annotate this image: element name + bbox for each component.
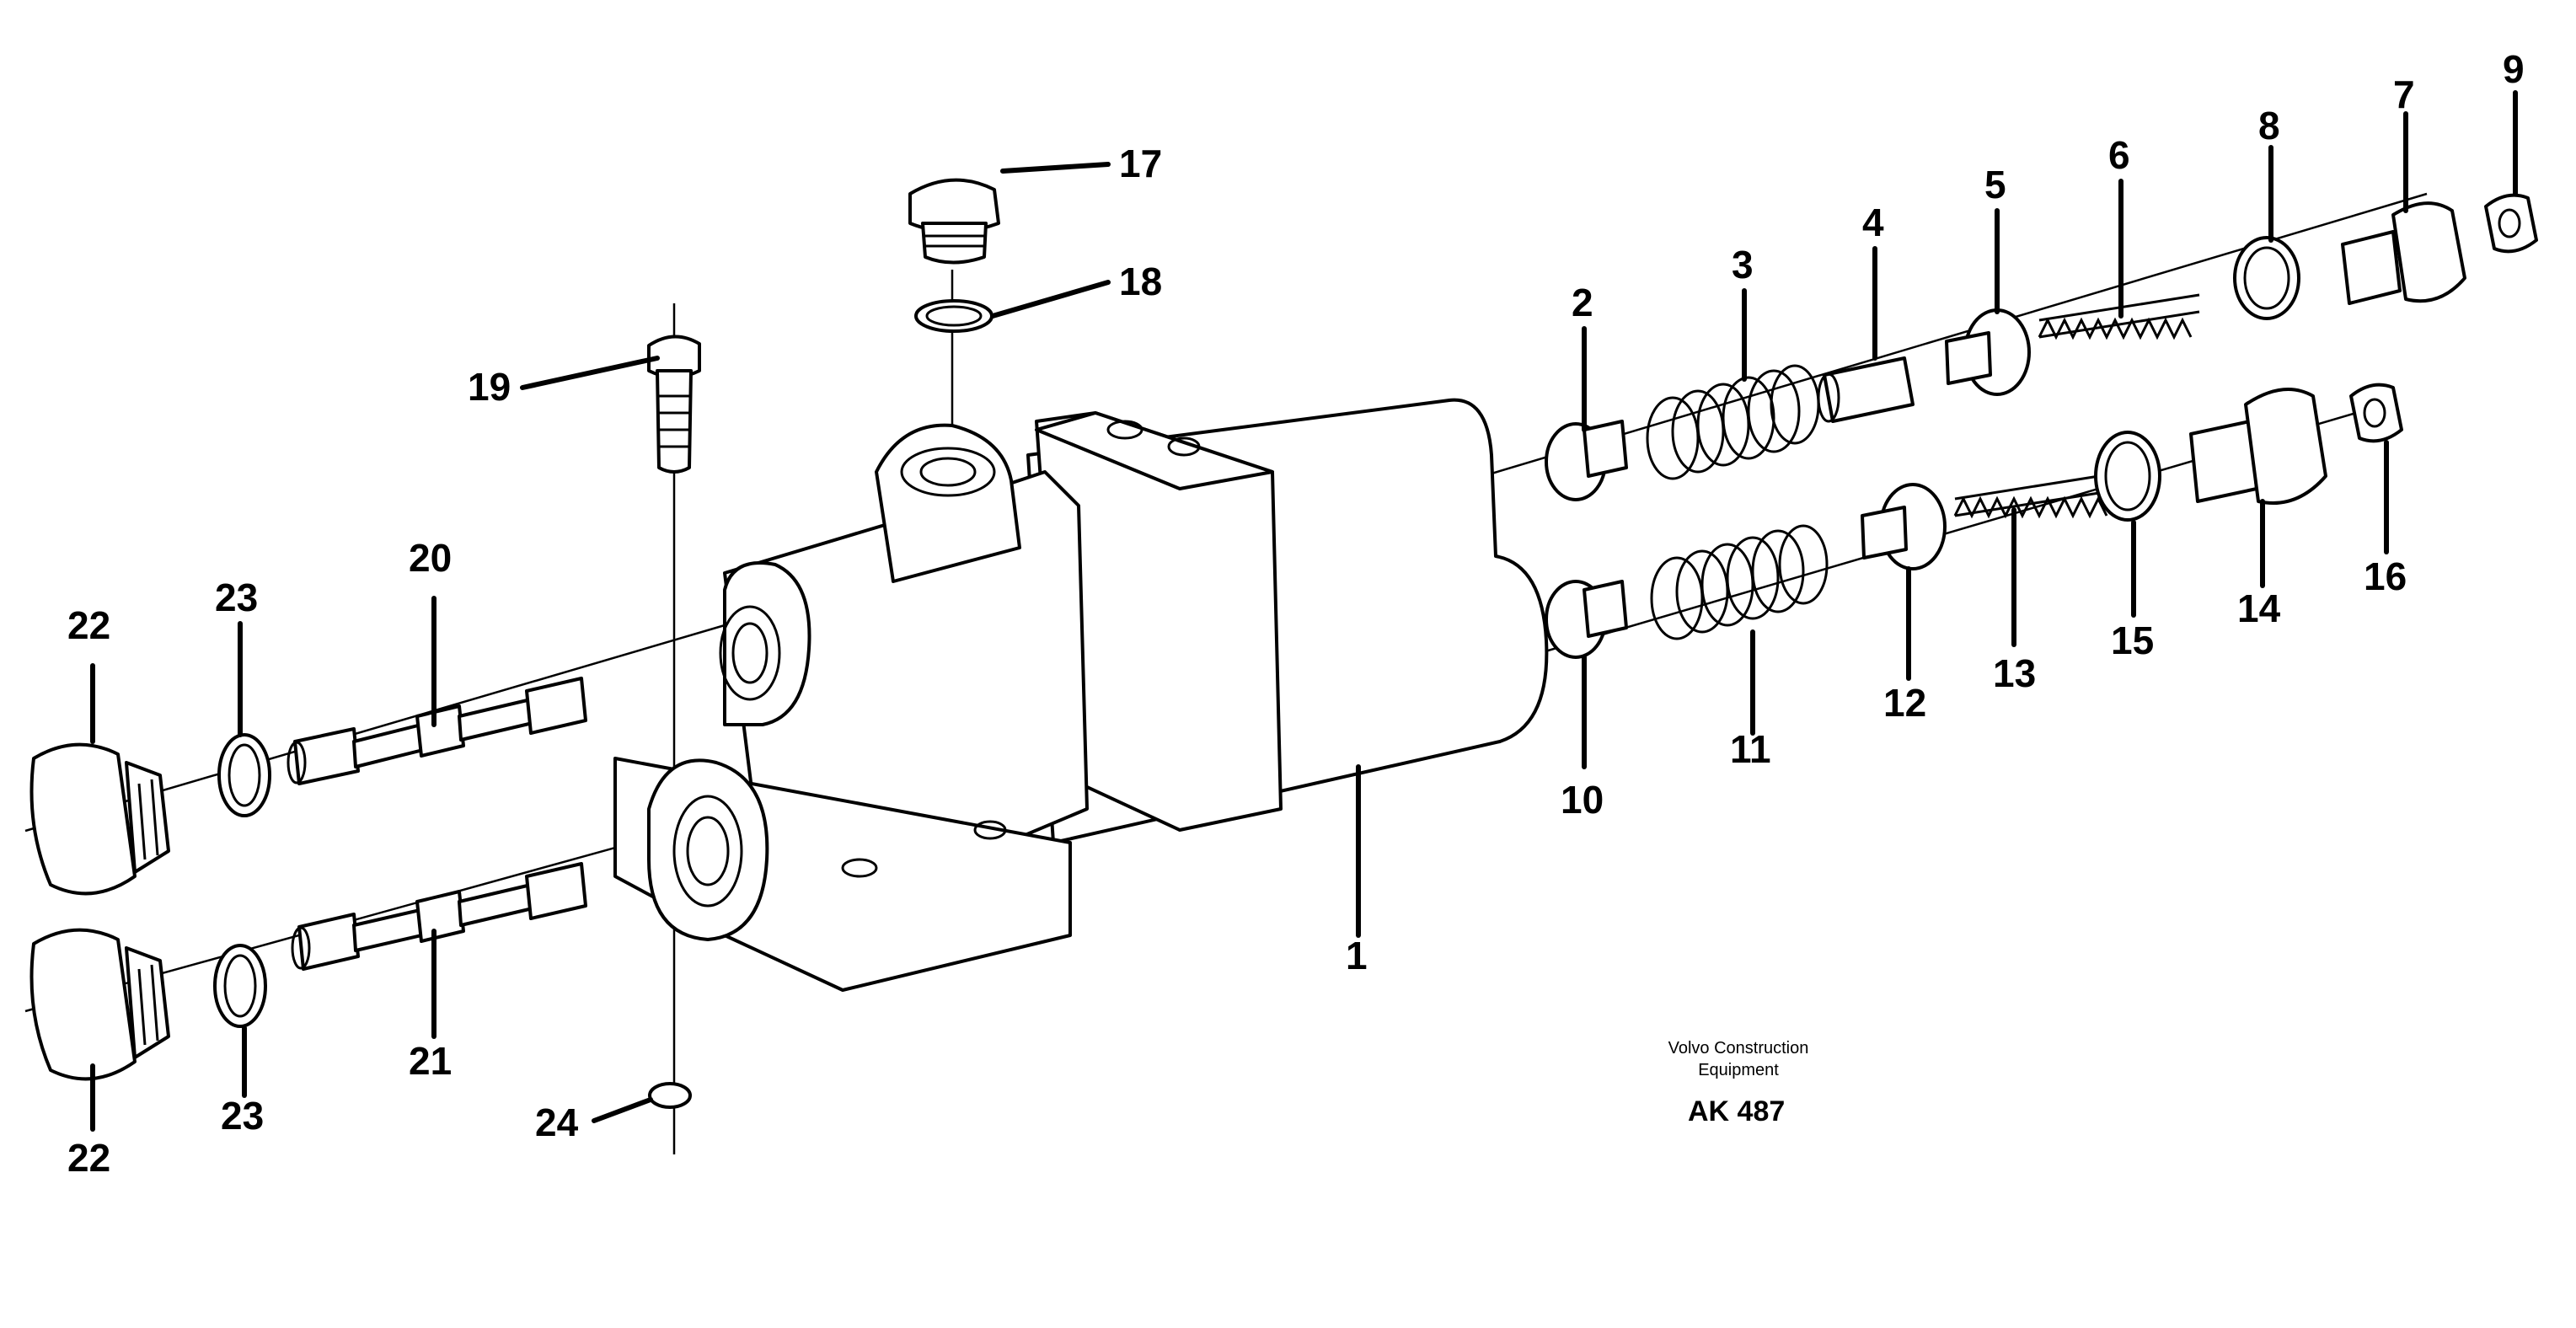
caption-reference: AK 487 xyxy=(1688,1095,1785,1127)
callout-4: 4 xyxy=(1862,201,1884,244)
callout-22-upper: 22 xyxy=(67,603,110,647)
callout-14: 14 xyxy=(2237,586,2281,630)
callout-5: 5 xyxy=(1984,163,2006,206)
callout-12: 12 xyxy=(1883,681,1926,725)
callout-23-upper: 23 xyxy=(215,576,258,619)
piston-5 xyxy=(1945,308,2031,396)
callout-23-lower: 23 xyxy=(221,1094,264,1138)
callout-24: 24 xyxy=(535,1100,579,1144)
pin-20 xyxy=(287,677,587,785)
nut-16 xyxy=(2349,383,2403,443)
plug-22-lower xyxy=(29,928,170,1081)
ring-15 xyxy=(2094,431,2161,522)
callout-16: 16 xyxy=(2364,554,2407,598)
spring-3 xyxy=(1646,364,1820,480)
callout-17: 17 xyxy=(1119,142,1162,185)
callout-3: 3 xyxy=(1732,243,1754,286)
callout-8: 8 xyxy=(2258,104,2280,147)
washer-18 xyxy=(914,299,993,333)
bolt-19 xyxy=(647,335,701,474)
diagram-caption: Volvo Construction Equipment AK 487 xyxy=(1668,1039,1809,1127)
plug-22-upper xyxy=(29,742,170,896)
plug-14 xyxy=(2189,388,2327,505)
nut-9 xyxy=(2484,193,2538,254)
callout-21: 21 xyxy=(409,1039,452,1083)
plug-7 xyxy=(2341,201,2466,305)
callout-11: 11 xyxy=(1730,727,1771,771)
callout-13: 13 xyxy=(1993,651,2036,695)
caption-company-line2: Equipment xyxy=(1698,1061,1779,1079)
ring-23-upper xyxy=(217,733,271,817)
ring-24 xyxy=(648,1082,692,1109)
plug-17 xyxy=(908,178,1000,265)
callout-15: 15 xyxy=(2111,618,2154,662)
leader-lines xyxy=(90,90,2518,1132)
callout-18: 18 xyxy=(1119,260,1162,303)
callout-2: 2 xyxy=(1572,281,1593,324)
callout-20: 20 xyxy=(409,536,452,580)
callout-numbers: 1 2 3 4 5 6 7 8 9 10 11 12 13 14 15 16 1… xyxy=(67,47,2525,1180)
valve-body xyxy=(613,398,1549,992)
callout-6: 6 xyxy=(2108,133,2130,177)
caption-company-line1: Volvo Construction xyxy=(1668,1039,1809,1058)
callout-19: 19 xyxy=(468,365,511,409)
ring-8 xyxy=(2233,236,2300,320)
pin-21 xyxy=(291,862,587,971)
callout-7: 7 xyxy=(2393,72,2415,116)
sleeve-4 xyxy=(1817,356,1915,423)
ring-23-lower xyxy=(213,944,267,1028)
callout-10: 10 xyxy=(1561,778,1604,822)
spring-13 xyxy=(1953,472,2116,519)
disc-2 xyxy=(1545,420,1628,501)
callout-22-lower: 22 xyxy=(67,1136,110,1180)
piston-12 xyxy=(1861,483,1947,570)
spring-11 xyxy=(1650,524,1829,640)
callout-1: 1 xyxy=(1346,934,1368,977)
callout-9: 9 xyxy=(2503,47,2525,91)
disc-10 xyxy=(1545,580,1628,659)
